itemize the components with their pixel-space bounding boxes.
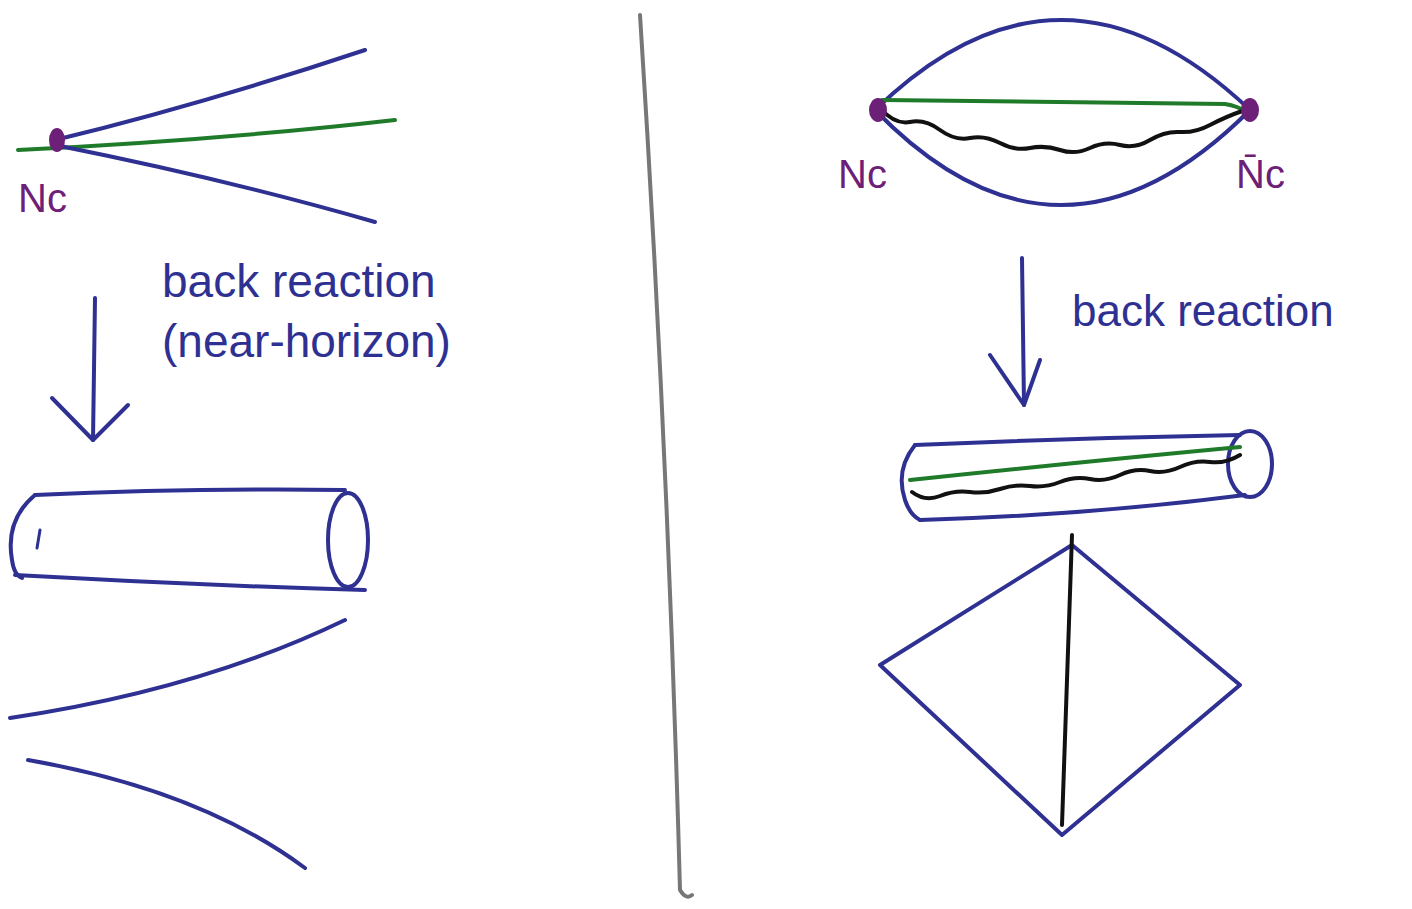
vertical-line [1062, 535, 1072, 825]
throat-cylinder [920, 495, 1245, 520]
brane-stack-dot [870, 99, 886, 121]
brane-curve [55, 145, 375, 222]
arrow-head [52, 398, 128, 440]
process-label: back reaction (near-horizon) [162, 252, 562, 372]
asymptotic-curve [10, 620, 345, 718]
throat-cylinder [15, 575, 365, 590]
throat-cylinder [915, 435, 1240, 445]
arrow-shaft [93, 298, 95, 440]
brane-count-label: Nc [18, 172, 67, 224]
divider-line [640, 15, 692, 897]
antibrane-count-label: N̄c [1236, 148, 1285, 200]
asymptotic-curve [28, 760, 305, 868]
throat-cylinder [1228, 431, 1272, 497]
string-line [18, 120, 395, 150]
diamond-diagram [880, 545, 1240, 835]
throat-cylinder [902, 445, 920, 520]
process-label: back reaction [1072, 282, 1334, 339]
wavy-string [880, 108, 1245, 152]
throat-cylinder [328, 493, 368, 587]
throat-cylinder [37, 530, 40, 548]
brane-curve [875, 20, 1250, 110]
brane-stack-dot [1242, 99, 1258, 121]
string-line [882, 100, 1246, 112]
throat-cylinder [11, 495, 35, 578]
throat-cylinder [35, 490, 345, 495]
brane-count-label: Nc [838, 148, 887, 200]
brane-stack-dot [50, 129, 64, 151]
arrow-head [990, 355, 1040, 405]
wavy-string [912, 455, 1240, 498]
arrow-shaft [1022, 258, 1024, 405]
